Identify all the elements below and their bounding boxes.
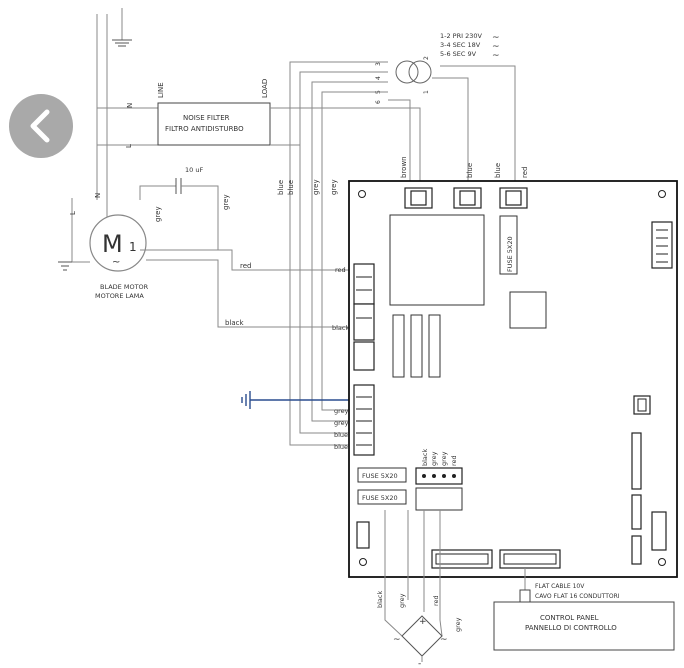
bridge-plus: + xyxy=(419,617,427,627)
transformer-pin-4: 4 xyxy=(375,76,382,80)
transformer-ac-1: ~ xyxy=(492,33,500,43)
wire-label-blue-2: blue xyxy=(287,180,295,195)
noise-filter: NOISE FILTER FILTRO ANTIDISTURBO LINE LO… xyxy=(157,79,271,146)
input-label-grey-2: grey xyxy=(334,419,349,427)
transformer-wires xyxy=(270,61,516,446)
motor-ac-symbol: ~ xyxy=(112,257,120,268)
transformer-pin-2: 2 xyxy=(423,56,430,60)
wire-label-blue-4: blue xyxy=(494,163,502,178)
control-panel-name-en: CONTROL PANEL xyxy=(540,614,599,622)
control-panel-name-it: PANNELLO DI CONTROLLO xyxy=(525,624,617,632)
transformer-line-3: 5-6 SEC 9V xyxy=(440,50,477,58)
motor-symbol: M xyxy=(102,230,123,258)
bridge-rectifier: + - ~ ~ xyxy=(384,510,448,668)
wire-label-grey-1: grey xyxy=(312,179,320,195)
noise-filter-load-label: LOAD xyxy=(261,79,269,98)
wire-label-grey-motor-2: grey xyxy=(222,194,230,210)
motor-index: 1 xyxy=(129,240,137,254)
wire-label-grey-2: grey xyxy=(330,179,338,195)
transformer-ac-3: ~ xyxy=(492,51,500,61)
line-l-label: L xyxy=(125,144,133,148)
transformer-line-2: 3-4 SEC 18V xyxy=(440,41,481,49)
main-board: FUSE 5X20 xyxy=(348,180,678,578)
fuse-main-label: FUSE 5X20 xyxy=(506,236,514,272)
transformer-ac-2: ~ xyxy=(492,42,500,52)
flat-cable-label: FLAT CABLE 10V xyxy=(535,583,585,590)
wire-label-blue-3: blue xyxy=(466,163,474,178)
wire-label-grey-motor-1: grey xyxy=(154,206,162,222)
noise-filter-name-it: FILTRO ANTIDISTURBO xyxy=(165,125,244,133)
fuse-a-label: FUSE 5X20 xyxy=(362,472,398,480)
left-n-label: N xyxy=(94,193,102,198)
line-n-label: N xyxy=(126,103,134,108)
flat-cable-it-label: CAVO FLAT 16 CONDUTTORI xyxy=(535,593,620,600)
chevron-left-icon xyxy=(30,109,50,143)
top-ground-symbol xyxy=(112,8,132,47)
noise-filter-name-en: NOISE FILTER xyxy=(183,114,230,122)
wire-label-red-top: red xyxy=(521,167,529,178)
motor-ground-symbol xyxy=(58,261,90,271)
wire-label-red-motor: red xyxy=(240,262,251,270)
input-label-blue-1: blue xyxy=(334,431,348,439)
motor-name-en: BLADE MOTOR xyxy=(100,283,149,291)
input-label-blue-2: blue xyxy=(334,443,348,451)
earth-line xyxy=(241,391,355,409)
motor-name-it: MOTORE LAMA xyxy=(95,292,144,300)
left-l-label: L xyxy=(69,211,77,215)
transformer-line-1: 1-2 PRI 230V xyxy=(440,32,483,40)
transformer-pin-1: 1 xyxy=(423,90,430,94)
pin-label-grey-1: grey xyxy=(430,451,438,466)
blade-motor: M 1 ~ BLADE MOTOR MOTORE LAMA xyxy=(89,214,149,300)
bridge-ac-right: ~ xyxy=(440,635,448,645)
fuse-b-label: FUSE 5X20 xyxy=(362,494,398,502)
bridge-ac-left: ~ xyxy=(393,635,401,645)
bridge-minus: - xyxy=(418,659,421,668)
input-label-red: red xyxy=(335,266,346,274)
capacitor: 10 uF xyxy=(139,166,219,250)
bottom-wire-grey-1: grey xyxy=(398,593,406,608)
transformer: 1-2 PRI 230V 3-4 SEC 18V 5-6 SEC 9V ~ ~ … xyxy=(375,32,500,104)
wire-label-brown: brown xyxy=(400,156,408,178)
bottom-wire-black: black xyxy=(376,591,384,608)
control-panel: FLAT CABLE 10V CAVO FLAT 16 CONDUTTORI C… xyxy=(493,568,675,651)
transformer-pin-3: 3 xyxy=(375,62,382,66)
bottom-wire-grey-2: grey xyxy=(454,617,462,632)
wire-label-blue-1: blue xyxy=(277,180,285,195)
noise-filter-line-label: LINE xyxy=(157,82,165,98)
wire-label-black-motor: black xyxy=(225,319,245,327)
motor-wires xyxy=(140,249,355,328)
back-button[interactable] xyxy=(9,94,73,158)
bottom-wire-red: red xyxy=(432,595,440,606)
pin-label-red: red xyxy=(450,455,458,466)
capacitor-label: 10 uF xyxy=(185,166,203,174)
pin-label-grey-2: grey xyxy=(440,451,448,466)
pin-label-black: black xyxy=(421,449,429,466)
input-label-black: black xyxy=(332,324,349,332)
transformer-pin-6: 6 xyxy=(375,100,382,104)
input-label-grey-1: grey xyxy=(334,407,349,415)
